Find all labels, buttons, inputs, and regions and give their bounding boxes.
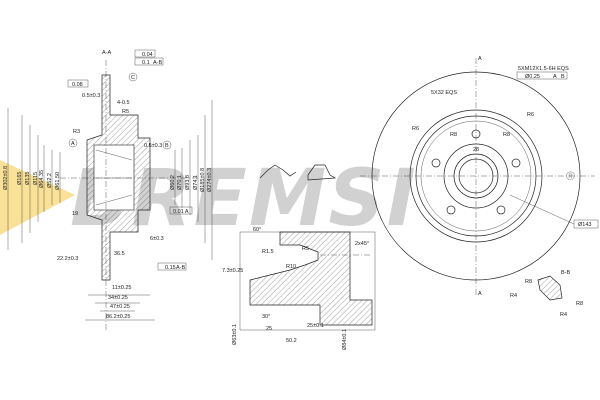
dim: Ø60.2 (170, 175, 176, 190)
dim: R8 (503, 132, 510, 138)
right-diameters: Ø60.2 Ø70.1 Ø93.8 Ø74.1 Ø185±0.8 Ø274±0.… (170, 168, 213, 192)
position-tol: Ø0.25 (525, 74, 540, 80)
dim: 47±0.25 (110, 304, 130, 310)
clip-sketches (259, 164, 337, 181)
section-mark: A (478, 56, 482, 62)
dim: 0.5±0.3 (144, 143, 162, 149)
dim: Ø185±0.8 (200, 168, 206, 192)
datum-c: C (131, 75, 135, 81)
dim: Ø302±0.8 (3, 166, 9, 190)
dim: 25±0.1 (307, 323, 324, 329)
dim: Ø115 (33, 172, 39, 185)
dim: 30° (262, 314, 270, 320)
dim: Ø135 (25, 172, 31, 185)
dim: Ø52.2 (47, 173, 53, 188)
dim: Ø84±0.1 (342, 329, 348, 350)
section-title: B-B (561, 270, 571, 276)
ref-a: A (553, 74, 557, 80)
section-a-a: A-A 0.04 0.1 A-B 0.08 C A B Ø302±0.8 Ø16… (3, 49, 213, 330)
left-diameters: Ø302±0.8 Ø165 Ø135 Ø115 Ø64.35 Ø52.2 Ø61… (3, 166, 61, 190)
slots-note: 5X32 EQS (431, 90, 457, 96)
dim: 86.2±0.25 (106, 314, 130, 320)
dim: 6±0.3 (150, 236, 164, 242)
dim: R8 (450, 132, 457, 138)
section-b-b: B-B R8 R4 R4 R8 (510, 270, 583, 318)
dim: Ø70.1 (177, 175, 183, 190)
dim: 50.2 (286, 338, 297, 344)
runout-bottom-ref: A-B (176, 265, 186, 271)
dim: Ø61.50 (55, 172, 61, 190)
dim: 0.5±0.3 (82, 93, 100, 99)
dim: Ø64.35 (39, 170, 45, 188)
runout-tol: 0.1 (142, 60, 150, 66)
runout-ref: A-B (153, 60, 163, 66)
dim: Ø93.8 (185, 175, 191, 190)
dim: Ø74.1 (193, 175, 199, 190)
dim: 19 (72, 211, 78, 217)
parallelism-tol: 0.08 (72, 82, 83, 88)
dim: Ø274±0.3 (207, 168, 213, 192)
dim: 60° (253, 227, 261, 233)
dim: Ø165 (17, 172, 23, 185)
brand-watermark: BREMSI ® (0, 154, 575, 244)
dim: R6 (412, 126, 419, 132)
dim: R4 (510, 293, 517, 299)
dim: 2x45° (355, 241, 369, 247)
datum-b: B (165, 143, 169, 149)
dim: R5 (122, 109, 129, 115)
dim: 11±0.25 (112, 285, 131, 291)
dim: 36.5 (114, 251, 125, 257)
flatness-tol: 0.04 (142, 52, 153, 58)
dim: 25 (266, 326, 272, 332)
detail-section: 60° R1.5 R5 R10 2x45° 7.3±0.25 30° 25 50… (222, 227, 376, 350)
runout-bottom: 0.15 (165, 265, 176, 271)
dim: R6 (527, 112, 534, 118)
logo-triangle-icon (0, 160, 75, 235)
position-tol: 0.01 A (173, 209, 189, 215)
datum-a: A (71, 141, 75, 147)
dim: R1.5 (262, 249, 274, 255)
section-mark: A (478, 291, 482, 297)
dim: R4 (560, 312, 567, 318)
ref-b: B (561, 74, 565, 80)
dim: 4-0.5 (117, 100, 130, 106)
dim: Ø63±0.1 (232, 324, 238, 345)
dim: R8 (525, 279, 532, 285)
dim: 22.2±0.3 (57, 256, 78, 262)
dim: 34±0.25 (108, 295, 128, 301)
dim: 7.3±0.25 (222, 268, 243, 274)
section-title: A-A (102, 50, 112, 56)
dim: R10 (286, 264, 296, 270)
front-view: A A 5XM12X1.5-6H EQS Ø0.25 A B 5X32 EQS … (360, 56, 599, 297)
dim: R5 (302, 246, 309, 252)
dim: 28 (473, 147, 479, 153)
dim: R8 (576, 301, 583, 307)
holes-note: 5XM12X1.5-6H EQS (518, 66, 569, 72)
dim: Ø143 (578, 222, 591, 228)
dim: R3 (73, 129, 80, 135)
